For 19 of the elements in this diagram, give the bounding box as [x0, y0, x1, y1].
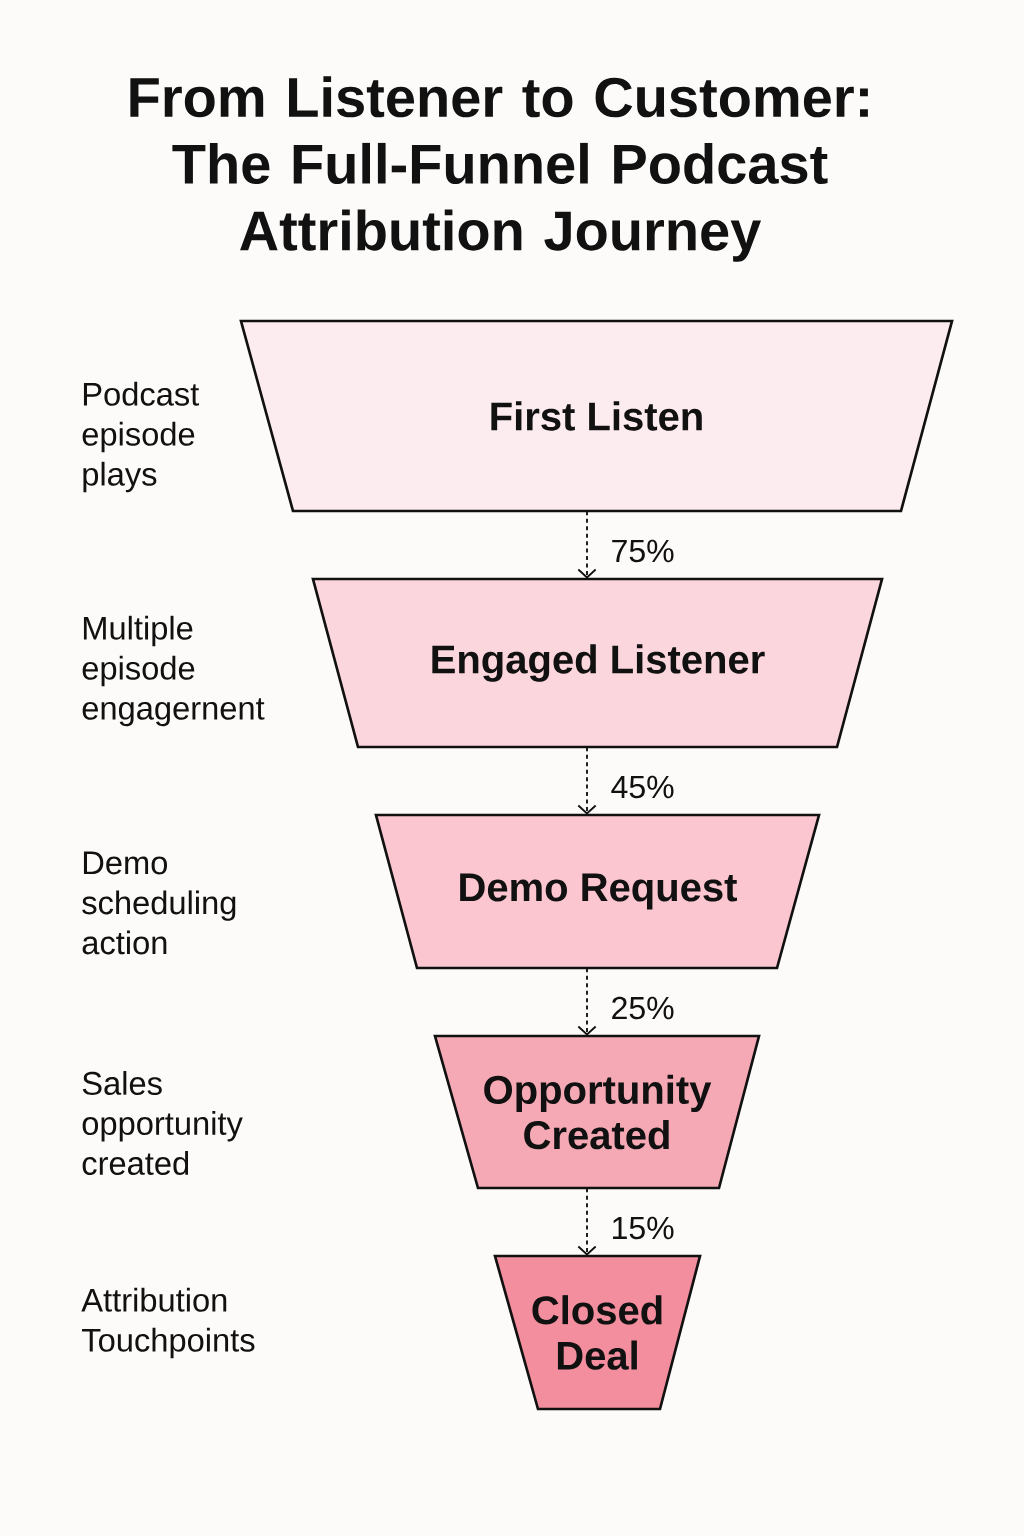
edge-label: 25% [609, 995, 676, 1021]
stage-description: Sales opportunity created [82, 1071, 243, 1175]
arrow [577, 967, 597, 1036]
funnel-stage: Closed Deal [493, 1254, 702, 1411]
title: From Listener to Customer: The Full-Funnel Podcast Attribution Journey [130, 76, 868, 262]
arrow [577, 510, 597, 579]
stage-description: Multiple episode engagernent [82, 615, 265, 727]
stage-description: Attribution Touchpoints [81, 1287, 255, 1359]
stage-description: Demo scheduling action [82, 851, 236, 955]
stage-description: Podcast episode plays [82, 381, 200, 493]
edge-label: 45% [609, 774, 676, 800]
funnel-stage: Opportunity Created [433, 1034, 761, 1190]
funnel-stage: First Listen [239, 319, 954, 513]
funnel-stage: Demo Request [374, 813, 821, 970]
funnel-stage: Engaged Listener [311, 577, 884, 749]
edge-label: 15% [609, 1215, 676, 1241]
arrow [577, 746, 597, 815]
arrow [577, 1187, 597, 1256]
edge-label: 75% [609, 538, 676, 564]
